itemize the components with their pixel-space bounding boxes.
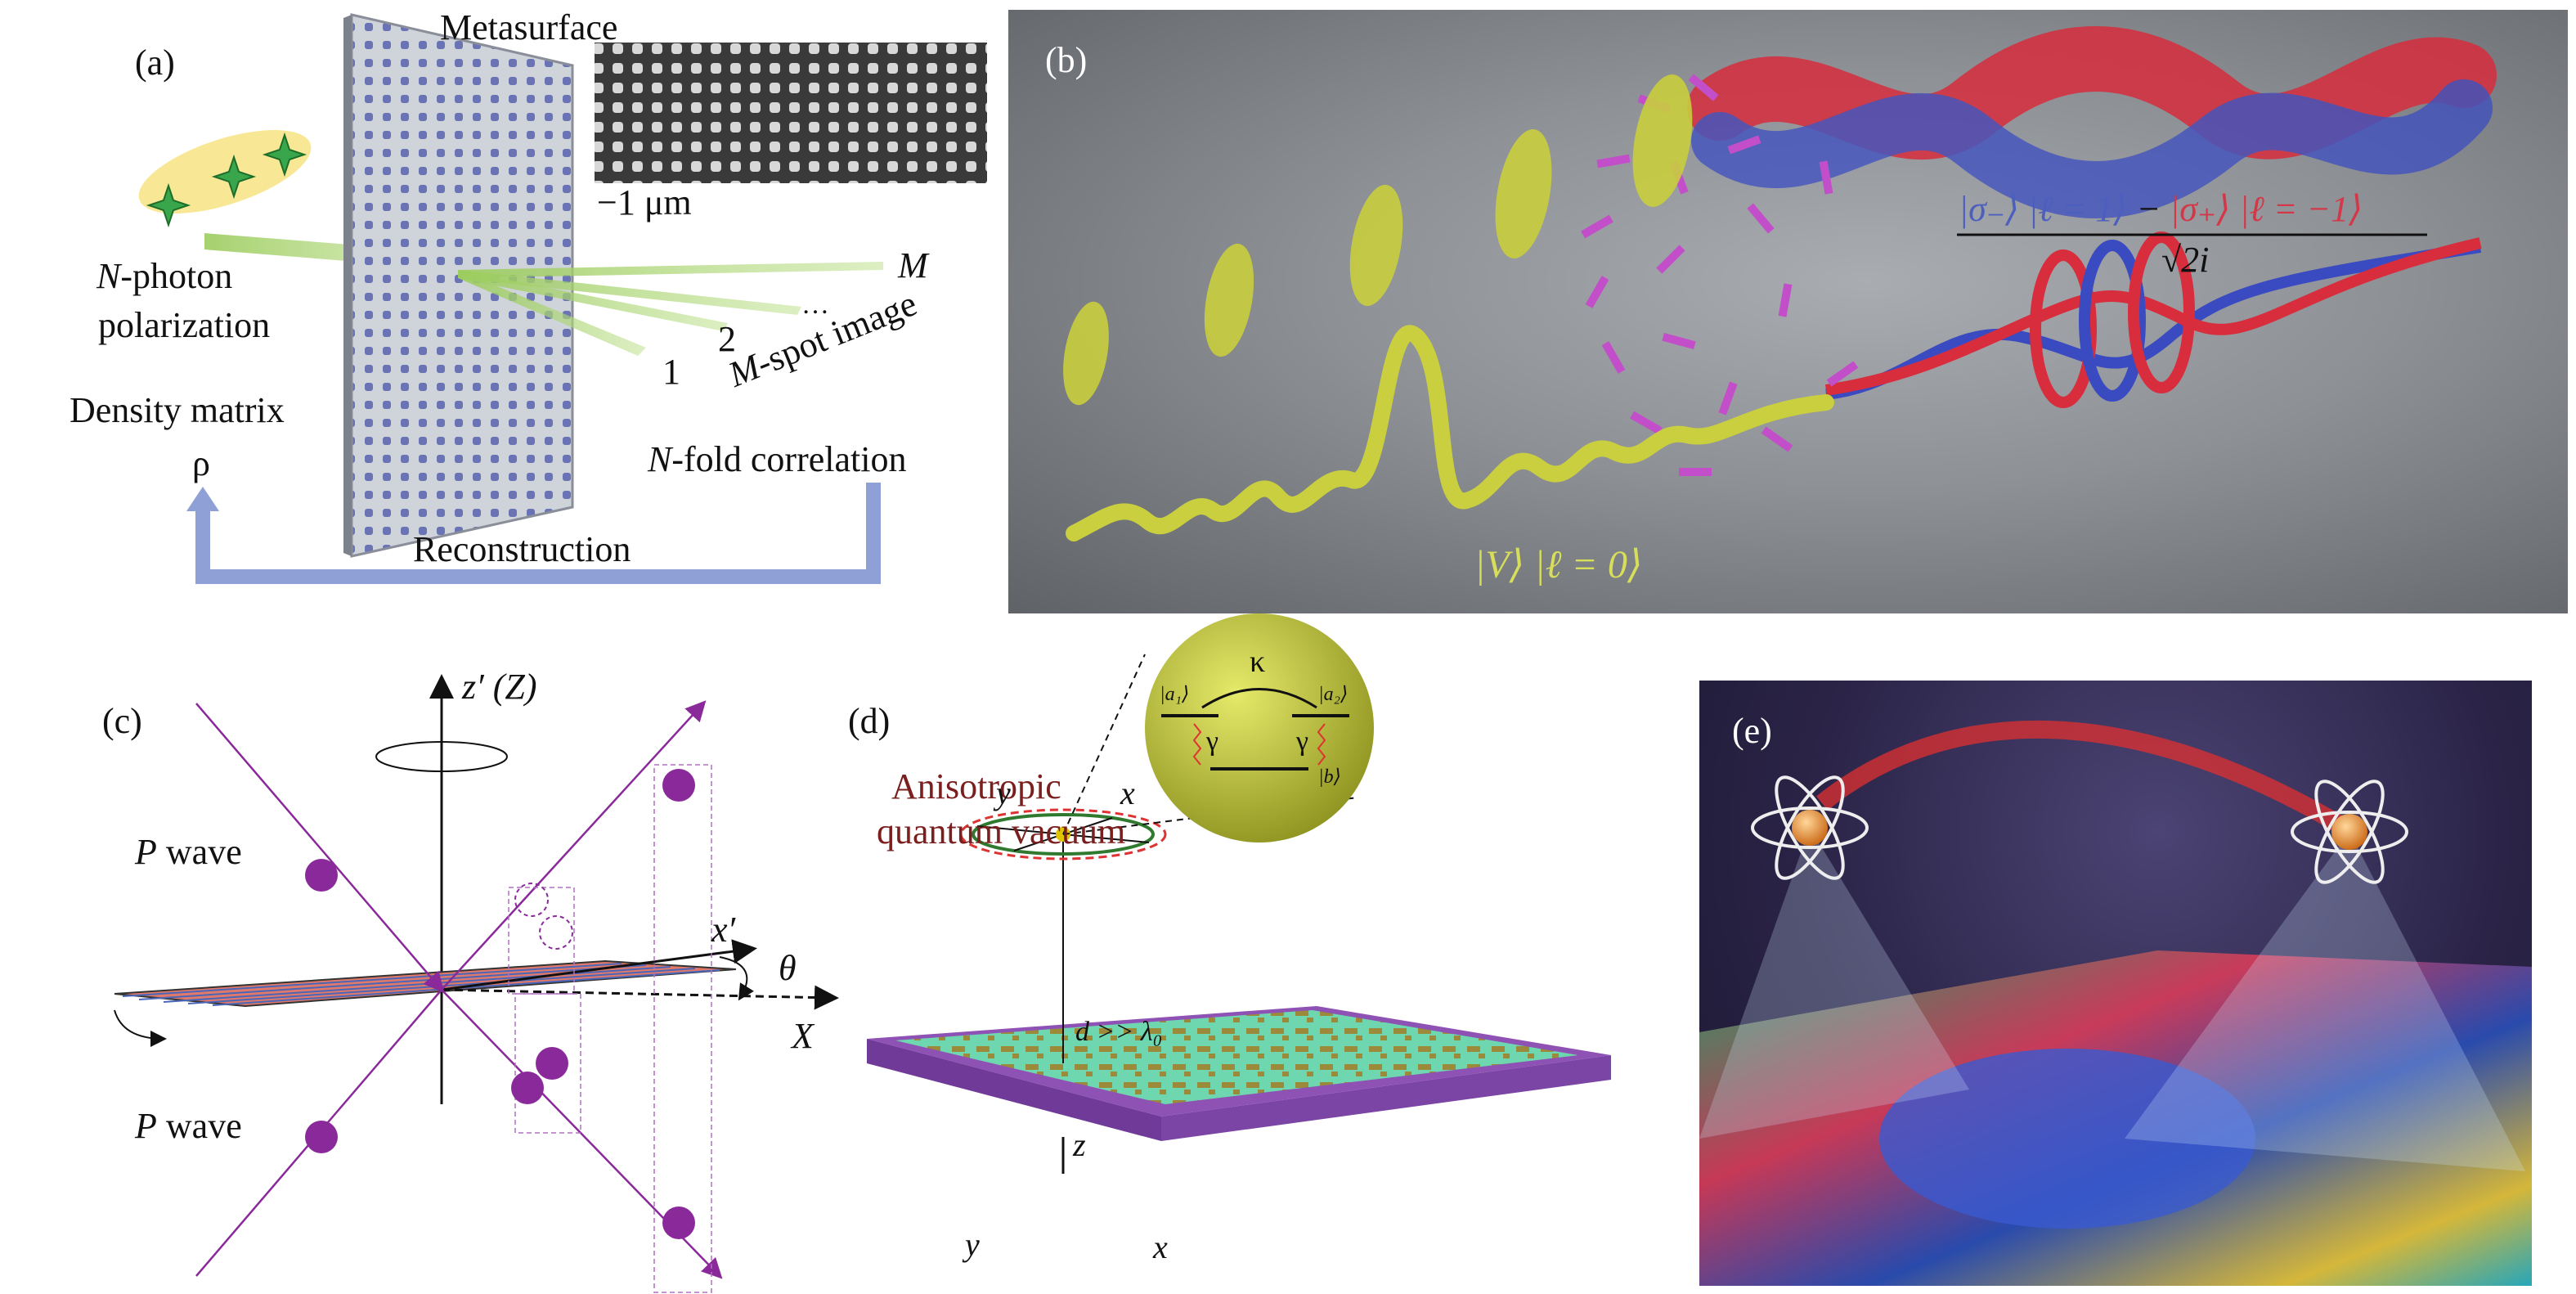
metasurface-label: Metasurface — [440, 7, 618, 47]
panel-c: (c) z′ (Z) x′ θ X P wave P wave — [0, 646, 850, 1294]
x-axis — [441, 985, 839, 1010]
atom-right — [2291, 780, 2408, 884]
atom-left — [1751, 775, 1869, 880]
oam-helix-beam — [1687, 26, 2497, 218]
panel-e: (e) — [1699, 681, 2532, 1286]
panel-c-graphic — [114, 674, 839, 1293]
output-state-numerator: |σ₋⟩ |ℓ = 1⟩ − |σ₊⟩ |ℓ = −1⟩ — [1959, 189, 2363, 229]
scale-bar-label: −1 μm — [597, 182, 692, 222]
panel-d-graphic — [867, 613, 1611, 1174]
n-photon-label: N-photon — [96, 256, 233, 296]
photon-cluster — [138, 129, 312, 214]
anisotropic-title-line1: Anisotropic — [891, 766, 1061, 807]
gamma-left-label: γ — [1206, 726, 1219, 757]
meta-atoms-layer — [895, 1010, 1578, 1104]
output-state-denominator: √2i — [2161, 240, 2210, 280]
rho-label: ρ — [192, 443, 210, 483]
panel-b-label: (b) — [1045, 40, 1088, 80]
light-cones — [1699, 828, 2525, 1171]
panel-e-graphic — [1699, 720, 2532, 1286]
p-wave-upper-label: P wave — [135, 832, 242, 872]
input-state-label: |V⟩ |ℓ = 0⟩ — [1474, 543, 1643, 586]
coil-wires — [1824, 231, 2482, 408]
spot-m-label: M — [898, 245, 928, 285]
panel-e-label: (e) — [1732, 711, 1772, 751]
panel-b-graphic — [1063, 26, 2497, 541]
distance-label: d >> λ₀ — [1075, 1017, 1163, 1047]
anisotropic-title-line2: quantum vacuum — [877, 811, 1126, 851]
spot-dots-label: … — [801, 290, 829, 320]
panel-a-label: (a) — [135, 43, 175, 83]
metasurface-rods — [1581, 74, 1859, 476]
panel-d: (d) Anisotropic quantum vacuum κ |a₁⟩ |a… — [848, 613, 1644, 1294]
panel-d-label: (d) — [848, 701, 891, 741]
theta-label: θ — [779, 948, 797, 988]
axis-z-label: z — [1073, 1126, 1086, 1163]
x-prime-label: x′ — [711, 910, 736, 950]
level-a1-label: |a₁⟩ — [1160, 684, 1190, 705]
x-axis-label: X — [792, 1016, 814, 1056]
kappa-label: κ — [1250, 645, 1266, 679]
orbit-x-label: x — [1120, 775, 1135, 811]
spot-1-label: 1 — [662, 352, 680, 392]
panel-b: (b) |V⟩ |ℓ = 0⟩ |σ₋⟩ |ℓ = 1⟩ − |σ₊⟩ |ℓ =… — [1008, 10, 2568, 613]
orbit-y-label: y — [996, 775, 1011, 811]
output-beams — [458, 262, 883, 356]
input-wave-ribbon — [1066, 325, 1834, 541]
panel-c-label: (c) — [102, 701, 142, 741]
level-b-label: |b⟩ — [1318, 766, 1341, 788]
reconstruction-label: Reconstruction — [413, 529, 631, 569]
panel-a-graphic — [138, 13, 987, 584]
spot-2-label: 2 — [718, 319, 736, 359]
p-wave-lower-label: P wave — [135, 1106, 242, 1146]
n-fold-correlation-label: N-fold correlation — [648, 439, 907, 479]
entanglement-beam — [1816, 720, 2350, 836]
reconstruction-arrow — [195, 483, 881, 584]
atom-sphere — [1145, 613, 1374, 842]
sem-inset — [595, 43, 987, 183]
axis-y-label: y — [965, 1226, 980, 1263]
gamma-right-label: γ — [1296, 726, 1309, 757]
panel-a: (a) Metasurface −1 μm N-photon polarizat… — [0, 0, 990, 622]
dipole-orbit — [959, 808, 1167, 860]
polarization-ellipses — [1063, 74, 1693, 406]
axis-x-label: x — [1153, 1229, 1168, 1265]
photon-stars — [146, 132, 307, 228]
x-prime-axis — [441, 939, 757, 991]
photon-discs — [305, 769, 695, 1239]
density-matrix-label: Density matrix — [70, 390, 285, 430]
level-a2-label: |a₂⟩ — [1318, 684, 1349, 705]
polarization-label: polarization — [98, 305, 271, 345]
z-axis-label: z′ (Z) — [462, 667, 537, 707]
